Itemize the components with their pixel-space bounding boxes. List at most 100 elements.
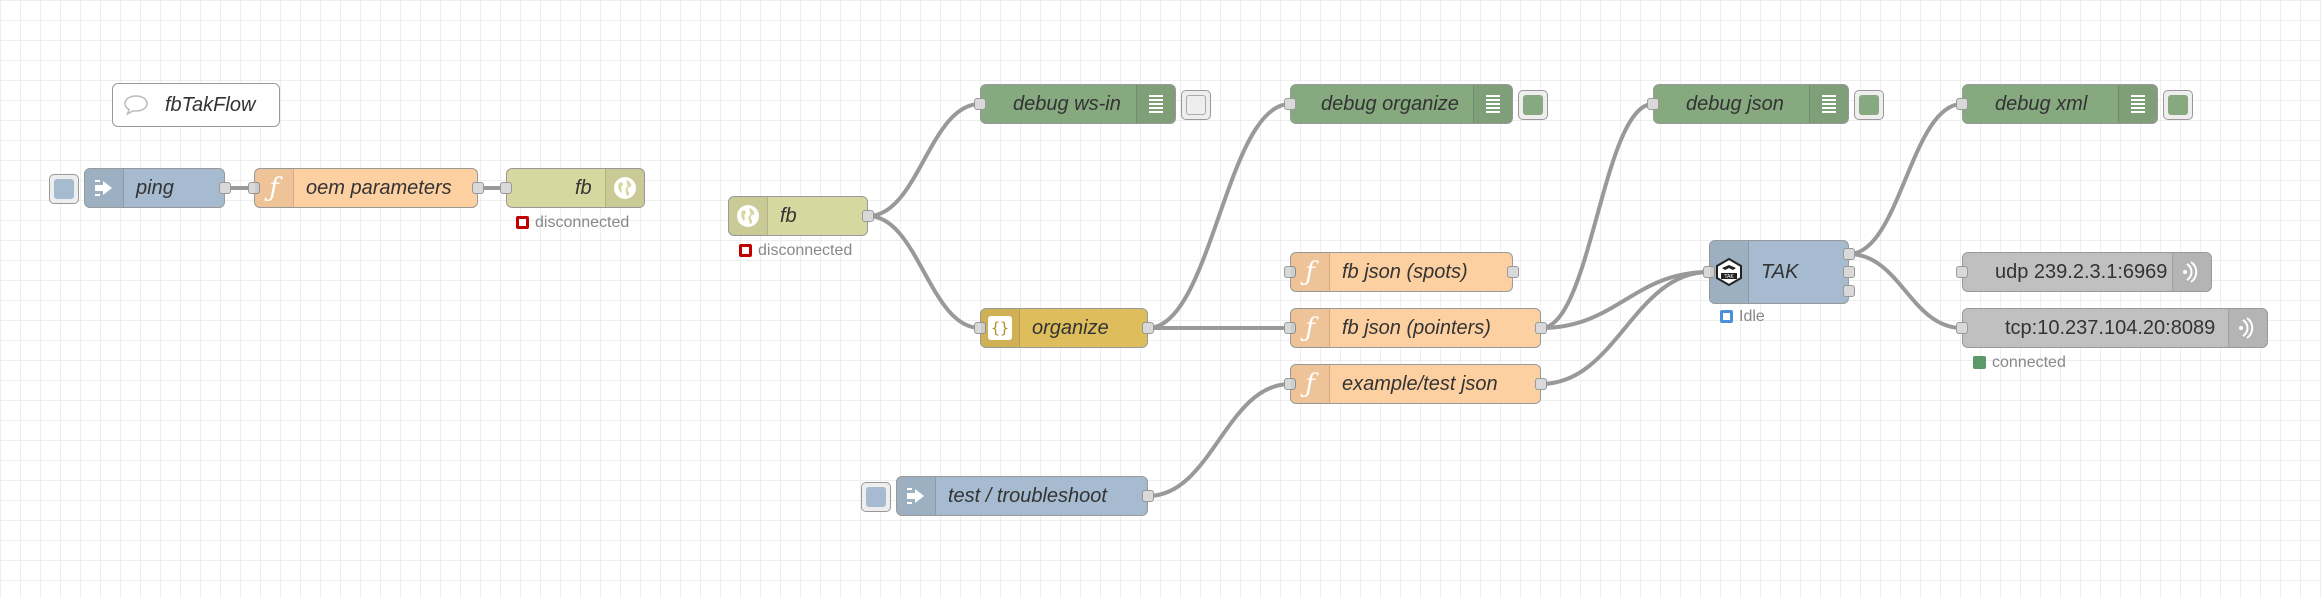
status-dot — [1720, 310, 1733, 323]
list-icon — [1809, 85, 1848, 123]
output-port[interactable] — [1142, 490, 1154, 502]
input-port[interactable] — [974, 322, 986, 334]
input-port[interactable] — [974, 98, 986, 110]
globe-icon — [605, 169, 644, 207]
function-icon: ƒ — [1291, 253, 1330, 291]
comment-label: fbTakFlow — [165, 94, 256, 116]
output-port-2[interactable] — [1843, 266, 1855, 278]
node-debug-json[interactable]: debug json — [1647, 84, 1884, 124]
input-port[interactable] — [500, 182, 512, 194]
status-dot — [516, 216, 529, 229]
node-debug-ws-in[interactable]: debug ws-in — [974, 84, 1211, 124]
wire-12[interactable] — [1848, 252, 1963, 330]
wire-3[interactable] — [867, 102, 981, 218]
input-port[interactable] — [1647, 98, 1659, 110]
node-label: debug organize — [1321, 93, 1459, 115]
node-label: TAK — [1761, 261, 1799, 283]
node-ping[interactable]: ping — [49, 168, 231, 208]
debug-toggle-button[interactable] — [2163, 90, 2193, 120]
wire-5[interactable] — [1147, 102, 1291, 330]
tak-logo-icon: TAK — [1710, 241, 1749, 303]
status-text: disconnected — [758, 242, 853, 259]
node-example-test-json[interactable]: ƒ example/test json — [1284, 364, 1547, 404]
node-label: tcp:10.237.104.20:8089 — [2005, 317, 2216, 339]
node-fb-websocket-out[interactable]: fb — [500, 168, 645, 208]
input-port[interactable] — [1284, 322, 1296, 334]
input-port[interactable] — [1703, 266, 1715, 278]
status-text: disconnected — [535, 214, 630, 231]
node-debug-xml[interactable]: debug xml — [1956, 84, 2193, 124]
comment-node[interactable]: fbTakFlow — [112, 83, 280, 127]
output-port[interactable] — [1535, 322, 1547, 334]
node-organize[interactable]: {} organize — [974, 308, 1154, 348]
function-icon: ƒ — [255, 169, 294, 207]
node-label: ping — [136, 177, 174, 199]
output-port[interactable] — [1142, 322, 1154, 334]
input-port[interactable] — [1956, 322, 1968, 334]
arrow-in-icon — [897, 477, 936, 515]
status-text: Idle — [1739, 308, 1765, 325]
wire-7[interactable] — [1147, 382, 1291, 498]
list-icon — [1136, 85, 1175, 123]
output-port-3[interactable] — [1843, 285, 1855, 297]
wire-11[interactable] — [1848, 102, 1963, 256]
output-port[interactable] — [1507, 266, 1519, 278]
node-oem-parameters[interactable]: ƒ oem parameters — [248, 168, 484, 208]
broadcast-icon — [2228, 309, 2267, 347]
svg-text:TAK: TAK — [1723, 274, 1734, 280]
function-icon: ƒ — [1291, 309, 1330, 347]
node-debug-organize[interactable]: debug organize — [1284, 84, 1548, 124]
status-tak: Idle — [1720, 308, 1765, 326]
output-port[interactable] — [1535, 378, 1547, 390]
node-label: fb — [780, 205, 797, 227]
input-port[interactable] — [248, 182, 260, 194]
node-label: organize — [1032, 317, 1109, 339]
node-tcp-out[interactable]: tcp:10.237.104.20:8089 — [1956, 308, 2268, 348]
node-label: fb — [575, 177, 592, 199]
node-label: debug json — [1686, 93, 1784, 115]
list-icon — [2118, 85, 2157, 123]
function-icon: ƒ — [1291, 365, 1330, 403]
input-port[interactable] — [1284, 266, 1296, 278]
node-udp-out[interactable]: udp 239.2.3.1:6969 — [1956, 252, 2212, 292]
output-port[interactable] — [219, 182, 231, 194]
node-label: debug xml — [1995, 93, 2088, 115]
status-fb-websocket-in: disconnected — [739, 242, 852, 260]
node-test-troubleshoot[interactable]: test / troubleshoot — [861, 476, 1154, 516]
debug-toggle-button[interactable] — [1518, 90, 1548, 120]
node-fb-json-pointers[interactable]: ƒ fb json (pointers) — [1284, 308, 1547, 348]
wire-10[interactable] — [1540, 270, 1710, 386]
globe-icon — [729, 197, 768, 235]
output-port-1[interactable] — [1843, 248, 1855, 260]
input-port[interactable] — [1956, 98, 1968, 110]
wire-9[interactable] — [1540, 270, 1710, 330]
debug-toggle-button[interactable] — [1181, 90, 1211, 120]
node-label: test / troubleshoot — [948, 485, 1107, 507]
wire-8[interactable] — [1540, 102, 1654, 330]
wire-4[interactable] — [867, 214, 981, 330]
output-port[interactable] — [472, 182, 484, 194]
debug-toggle-button[interactable] — [1854, 90, 1884, 120]
node-tak[interactable]: TAK TAK — [1703, 240, 1855, 304]
node-label: example/test json — [1342, 373, 1498, 395]
list-icon — [1473, 85, 1512, 123]
node-label: debug ws-in — [1013, 93, 1121, 115]
node-label: oem parameters — [306, 177, 452, 199]
status-dot — [1973, 356, 1986, 369]
status-dot — [739, 244, 752, 257]
inject-button[interactable] — [861, 482, 891, 512]
input-port[interactable] — [1956, 266, 1968, 278]
status-fb-websocket-out: disconnected — [516, 214, 629, 232]
braces-icon: {} — [981, 309, 1020, 347]
node-label: fb json (spots) — [1342, 261, 1468, 283]
node-label: udp 239.2.3.1:6969 — [1995, 261, 2168, 283]
node-fb-json-spots[interactable]: ƒ fb json (spots) — [1284, 252, 1519, 292]
inject-button[interactable] — [49, 174, 79, 204]
input-port[interactable] — [1284, 378, 1296, 390]
output-port[interactable] — [862, 210, 874, 222]
input-port[interactable] — [1284, 98, 1296, 110]
node-fb-websocket-in[interactable]: fb — [728, 196, 874, 236]
arrow-in-icon — [85, 169, 124, 207]
status-tcp-out: connected — [1973, 354, 2066, 372]
